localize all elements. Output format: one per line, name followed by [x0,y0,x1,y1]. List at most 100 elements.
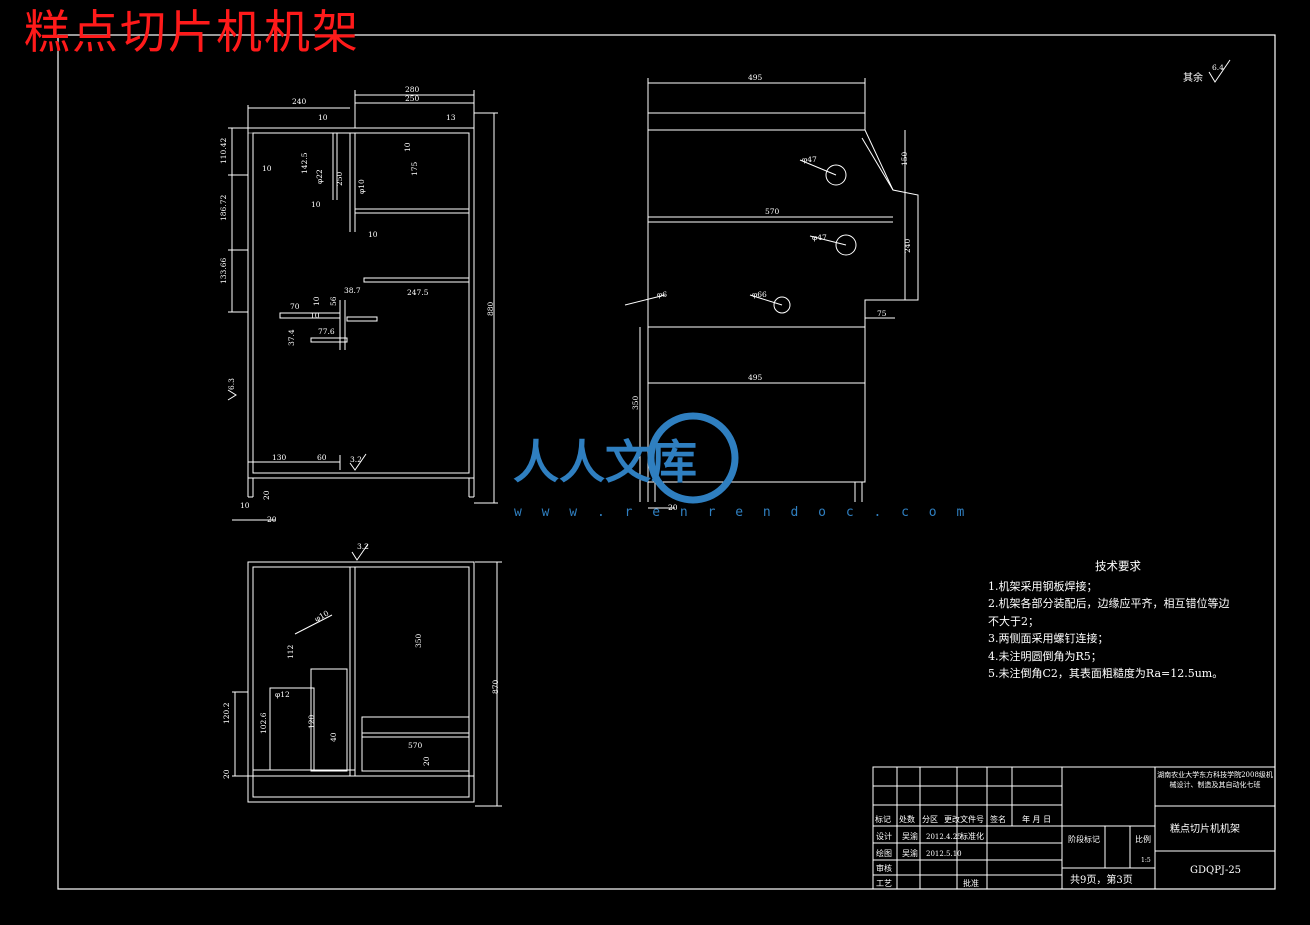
dim-20b: 20 [267,515,277,524]
dim-240: 240 [903,238,912,253]
dim-10f: 10 [312,296,321,306]
surface-note-value: 6.4 [1212,63,1224,72]
watermark-brand: 人人文库 [513,435,697,489]
front-view-dimension-text: 240 280 250 10 13 110.42 10 142.5 φ22 25… [219,85,495,524]
dim-40: 40 [329,732,338,742]
side-view [624,78,919,509]
sheet-border [57,34,1276,890]
dim-10a: 10 [318,113,328,122]
tb-role-design: 设计 [876,831,892,841]
dim-13: 13 [446,113,456,122]
dim-186: 186.72 [219,195,228,221]
tb-stage-label: 阶段标记 [1068,834,1100,844]
dim-130: 130 [272,453,287,462]
tb-header-count: 处数 [899,814,915,824]
tb-header-mark: 标记 [875,814,891,824]
dim-phi12: φ12 [275,690,290,699]
dim-75: 75 [877,309,887,318]
dim-240: 240 [292,97,307,106]
dim-38: 38.7 [344,286,361,295]
dim-350b: 350 [414,633,423,648]
dim-56: 56 [329,296,338,306]
dim-110: 110.42 [219,138,228,164]
title-block [872,766,1276,890]
watermark-url: w w w . r e n r e n d o c . c o m [514,505,971,520]
dim-phi10: φ10 [357,179,366,194]
dim-10g: 10 [310,311,320,320]
dim-3-2b: 3.2 [357,542,369,551]
front-view-hatching [248,127,474,479]
side-view-dimension-text: 495 150 570 φ47 φ47 240 φ6 φ66 75 350 49… [631,73,912,512]
tb-role-process: 工艺 [876,879,892,888]
tb-date-design: 2012.4.25 [926,833,962,841]
tb-school-box: 湖南农业大学东方科技学院2008级机械设计、制造及其自动化七班 [1157,771,1273,789]
dim-70: 70 [290,302,300,311]
tech-item: 3.两侧面采用螺钉连接； [988,632,1109,645]
tb-drawing-no: GDQPJ-25 [1190,865,1241,876]
dim-phi6: φ6 [657,290,667,299]
dim-150: 150 [900,151,909,166]
tb-approve-label: 批准 [963,878,979,888]
dim-phi66: φ66 [752,290,767,299]
dim-10b: 10 [262,164,272,173]
dim-phi47b: φ47 [812,233,827,242]
dim-3-2: 3.2 [350,455,362,464]
dim-10e: 10 [368,230,378,239]
tb-header-date: 年 月 日 [1022,814,1051,824]
dim-250b: 250 [335,171,344,186]
dim-120b: 120 [307,714,316,729]
tb-school: 湖南农业大学东方科技学院2008级机械设计、制造及其自动化七班 [1157,771,1273,789]
tech-item: 1.机架采用钢板焊接； [988,579,1098,593]
dim-10h: 10 [240,501,250,510]
tb-scale-value: 1:5 [1141,857,1151,864]
dim-280: 280 [405,85,420,94]
dim-102: 102.6 [259,712,268,734]
dim-10d: 10 [403,142,412,152]
dim-112: 112 [286,644,295,659]
tb-scale-label: 比例 [1135,834,1151,844]
title-block-text: 标记 处数 分区 更改文件号 签名 年 月 日 设计 吴渝 2012.4.25 … [875,814,1241,888]
tech-item: 2.机架各部分装配后，边缘应平齐，相互错位等边 [988,597,1230,610]
dim-phi10b: φ10 [313,608,331,623]
dim-880: 880 [486,301,495,316]
dim-175: 175 [410,161,419,176]
dim-63: 6.3 [227,378,236,390]
tb-part-name: 糕点切片机机架 [1170,822,1240,835]
dim-77: 77.6 [318,327,335,336]
dim-120: 120.2 [222,702,231,724]
dim-20: 20 [668,503,678,512]
dim-495a: 495 [748,73,763,82]
dim-133: 133.66 [219,258,228,284]
tech-requirements-title: 技术要求 [1095,559,1141,573]
tb-role-draw: 绘图 [876,848,892,858]
dim-495b: 495 [748,373,763,382]
dim-142: 142.5 [300,152,309,174]
dim-37: 37.4 [287,329,296,346]
tb-header-zone: 分区 [922,815,938,824]
tech-item: 4.未注明圆倒角为R5； [988,649,1102,663]
front-view [227,90,498,521]
surface-note-label: 其余 [1183,71,1203,84]
tb-header-sign: 签名 [990,814,1006,824]
dim-phi47a: φ47 [802,155,817,164]
watermark-logo: 人人文库 [513,412,739,504]
tech-item: 5.未注倒角C2，其表面粗糙度为Ra=12.5um。 [988,667,1224,680]
tb-sheets: 共9页，第3页 [1070,873,1133,886]
dim-870: 870 [491,679,500,694]
dim-570: 570 [765,207,780,216]
dim-10c: 10 [311,200,321,209]
dim-60: 60 [317,453,327,462]
tb-header-file: 更改文件号 [944,814,984,824]
dim-20a: 20 [262,490,271,500]
dim-20c: 20 [222,769,231,779]
tech-item: 不大于2； [988,614,1039,628]
plan-view [232,543,502,807]
drawing-title: 糕点切片机机架 [24,5,360,59]
tb-name-draw: 吴渝 [902,848,918,858]
dim-250: 250 [405,94,420,103]
dim-247: 247.5 [407,288,429,297]
tb-std-label: 标准化 [960,831,984,841]
dim-350: 350 [631,395,640,410]
tb-date-draw: 2012.5.10 [926,850,962,858]
